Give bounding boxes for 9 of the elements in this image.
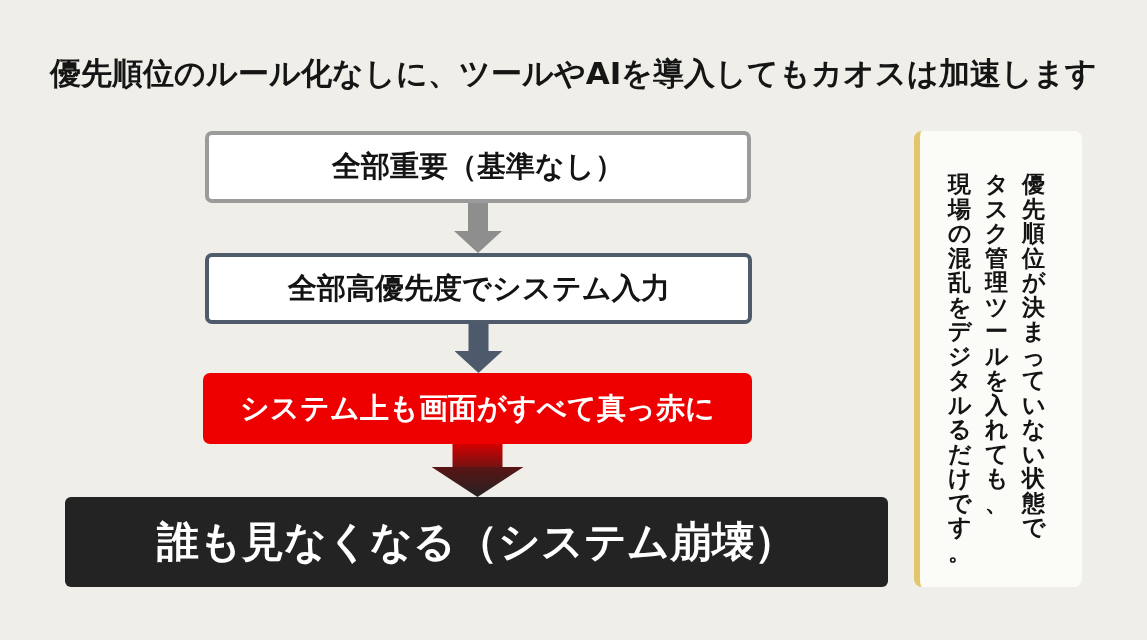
title: 優先順位のルール化なしに、ツールやAIを導入してもカオスは加速します <box>48 54 1099 93</box>
process-box: 全部高優先度でシステム入力 <box>205 253 752 324</box>
note-panel: 優先順位が決まっていない状態でタスク管理ツールを入れても、現場の混乱をデジタルるだけです。 <box>914 131 1082 587</box>
arrow <box>431 444 524 497</box>
warning-box: システム上も画面がすべて真っ赤に <box>203 373 752 444</box>
arrow <box>454 324 503 373</box>
arrow <box>454 203 502 253</box>
process-box: 全部重要（基準なし） <box>205 131 751 203</box>
result-box: 誰も見なくなる（システム崩壊） <box>65 497 888 587</box>
